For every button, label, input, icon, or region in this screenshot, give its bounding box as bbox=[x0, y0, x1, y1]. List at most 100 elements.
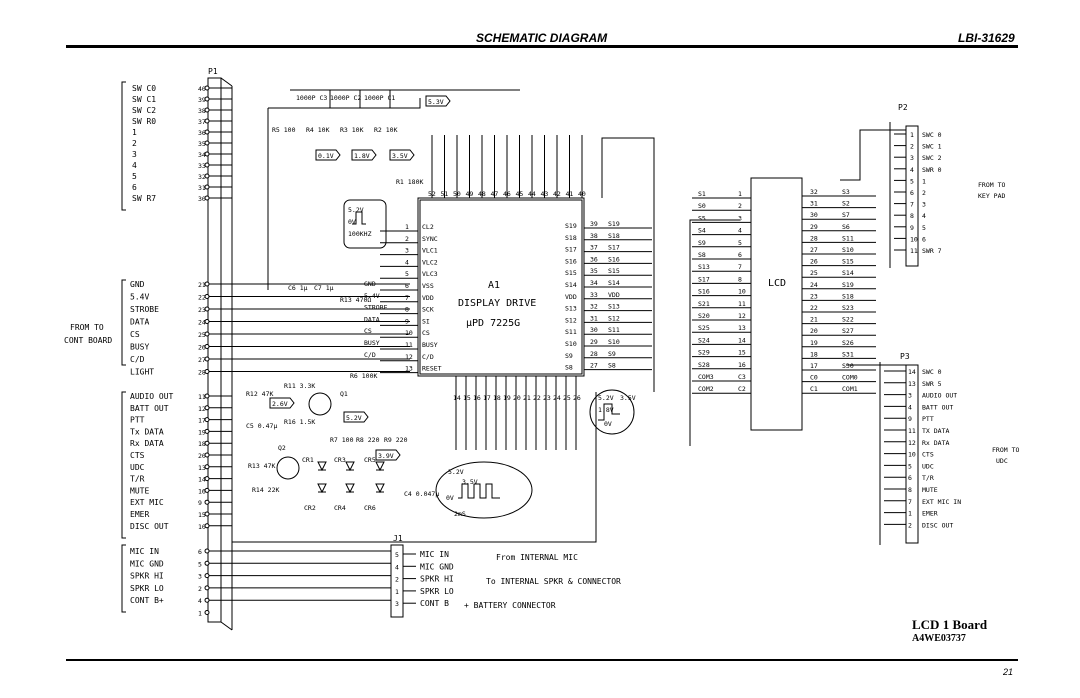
p3-pin-label: PTT bbox=[922, 415, 934, 423]
led-label: CR6 bbox=[364, 504, 376, 512]
p3-pin-label: UDC bbox=[922, 462, 934, 470]
voltage-tag-value: 2.6V bbox=[272, 400, 288, 408]
osc-pulse-shape bbox=[352, 211, 366, 225]
lcd-right-pin: 26 bbox=[810, 258, 818, 266]
com-wave-label: 1.8V bbox=[598, 406, 614, 414]
p1-bot-pin-num: 6 bbox=[198, 548, 202, 556]
p3-pin-label: T/R bbox=[922, 474, 934, 482]
ic-left-pin-num: 7 bbox=[405, 294, 409, 302]
transistor-q2 bbox=[276, 456, 300, 480]
ic-top-pin-num: 46 bbox=[503, 190, 511, 198]
j1-pin-label: SPKR HI bbox=[420, 575, 454, 584]
ic-bottom-pin-num: 18 bbox=[493, 394, 501, 402]
p2-pin-num: 4 bbox=[910, 166, 914, 174]
lcd-left-pin: 15 bbox=[738, 349, 746, 357]
p1-low-label: AUDIO OUT bbox=[130, 392, 174, 401]
lcd-right-pin: 22 bbox=[810, 304, 818, 312]
p1-bot-label: CONT B+ bbox=[130, 596, 164, 605]
p1-mid-label: LIGHT bbox=[130, 368, 154, 377]
p1-top-label: SW C1 bbox=[132, 95, 156, 104]
p1-top-label: 3 bbox=[132, 150, 137, 159]
j1-note-mic: From INTERNAL MIC bbox=[496, 553, 578, 562]
q2-label: Q2 bbox=[278, 444, 286, 452]
lcd-left-pin: 7 bbox=[738, 263, 742, 271]
lcd-left-signal: S13 bbox=[698, 263, 710, 271]
ic-right-pin-name: S13 bbox=[565, 305, 577, 313]
p1-low-pin-num: 11 bbox=[198, 393, 206, 401]
p1-top-pin-num: 30 bbox=[198, 195, 206, 203]
com-wave-label: 5.2V bbox=[598, 394, 614, 402]
voltage-tag bbox=[389, 149, 415, 161]
p3-pin-num: 3 bbox=[908, 392, 912, 400]
voltage-tag bbox=[425, 95, 451, 107]
ic-left-pin-num: 12 bbox=[405, 353, 413, 361]
p3-pin-num: 5 bbox=[908, 462, 912, 470]
p1-low-label: MUTE bbox=[130, 486, 149, 495]
ic-bottom-pin-num: 23 bbox=[543, 394, 551, 402]
ic-right-pin-num: 30 bbox=[590, 326, 598, 334]
ic-left-pin-num: 9 bbox=[405, 317, 409, 325]
footer-rule bbox=[66, 659, 1018, 661]
com-waveform-box bbox=[589, 389, 635, 435]
ic-a1-body bbox=[417, 197, 585, 377]
p1-low-pin-num: 9 bbox=[198, 499, 202, 507]
top-wire bbox=[267, 98, 421, 290]
p3-pin-num: 9 bbox=[908, 415, 912, 423]
ic-left-pin-name: C/D bbox=[422, 353, 434, 361]
drawing-number: A4WE03737 bbox=[912, 633, 966, 644]
ic-ref: A1 bbox=[488, 280, 500, 291]
p3-pin-num: 11 bbox=[908, 427, 916, 435]
ic-left-signal: 5.4V bbox=[364, 292, 380, 300]
p1-mid-pin-num: 24 bbox=[198, 319, 206, 327]
ic-right-signal: S12 bbox=[608, 314, 620, 322]
p1-low-pin-num: 16 bbox=[198, 487, 206, 495]
lcd-right-signal: S30 bbox=[842, 362, 854, 370]
lcd-right-signal: S27 bbox=[842, 327, 854, 335]
lcd-left-signal: COM3 bbox=[698, 373, 714, 381]
j1-connector-body bbox=[390, 544, 404, 618]
ic-right-pin-name: S15 bbox=[565, 269, 577, 277]
ic-left-pin-num: 3 bbox=[405, 247, 409, 255]
top-resistor-label: R2 10K bbox=[374, 126, 398, 134]
board-name: LCD 1 Board bbox=[912, 617, 988, 632]
lcd-left-pin: 3 bbox=[738, 214, 742, 222]
voltage-tag-value: 5.2V bbox=[346, 414, 362, 422]
ic-left-pin-num: 11 bbox=[405, 341, 413, 349]
p1-bot-bracket bbox=[121, 544, 126, 613]
p1-low-pin-num: 18 bbox=[198, 440, 206, 448]
pulse-label: 5.2V bbox=[448, 468, 464, 476]
p3-pin-label: CTS bbox=[922, 451, 934, 459]
ic-left-signal: CS bbox=[364, 327, 372, 335]
ic-right-pin-num: 31 bbox=[590, 314, 598, 322]
lcd-right-bus bbox=[840, 129, 906, 181]
ic-bottom-pin-num: 22 bbox=[533, 394, 541, 402]
p3-pin-num: 2 bbox=[908, 521, 912, 529]
r14-label: R14 22K bbox=[252, 486, 279, 494]
pulse-label: 0V bbox=[446, 494, 454, 502]
lcd-left-signal: S8 bbox=[698, 251, 706, 259]
p2-pin-label: SWR 7 bbox=[922, 247, 942, 255]
lcd-left-pin: 13 bbox=[738, 324, 746, 332]
p1-top-pin-num: 38 bbox=[198, 107, 206, 115]
lcd-right-signal: S22 bbox=[842, 316, 854, 324]
ic-right-pin-num: 34 bbox=[590, 279, 598, 287]
r6-label: R6 100K bbox=[350, 372, 377, 380]
p1-mid-label: GND bbox=[130, 280, 145, 289]
p1-pin-dot bbox=[204, 585, 210, 591]
cap-bus-wire bbox=[290, 89, 520, 108]
p2-pin-num: 3 bbox=[910, 154, 914, 162]
p1-bot-pin-num: 2 bbox=[198, 585, 202, 593]
ic-bottom-pin-num: 26 bbox=[573, 394, 581, 402]
ic-right-pin-name: VDD bbox=[565, 293, 577, 301]
p2-pin-num: 2 bbox=[910, 143, 914, 151]
p2-pin-label: 5 bbox=[922, 224, 926, 232]
p1-top-pin-num: 33 bbox=[198, 162, 206, 170]
com-wave-label: 3.5V bbox=[620, 394, 636, 402]
ic-left-signal: C/D bbox=[364, 351, 376, 359]
lcd-right-pin: C1 bbox=[810, 385, 818, 393]
voltage-tag-value: 5.3V bbox=[428, 98, 444, 106]
lcd-left-pin: 11 bbox=[738, 300, 746, 308]
p1-low-label: EMER bbox=[130, 510, 149, 519]
voltage-tag bbox=[351, 149, 377, 161]
